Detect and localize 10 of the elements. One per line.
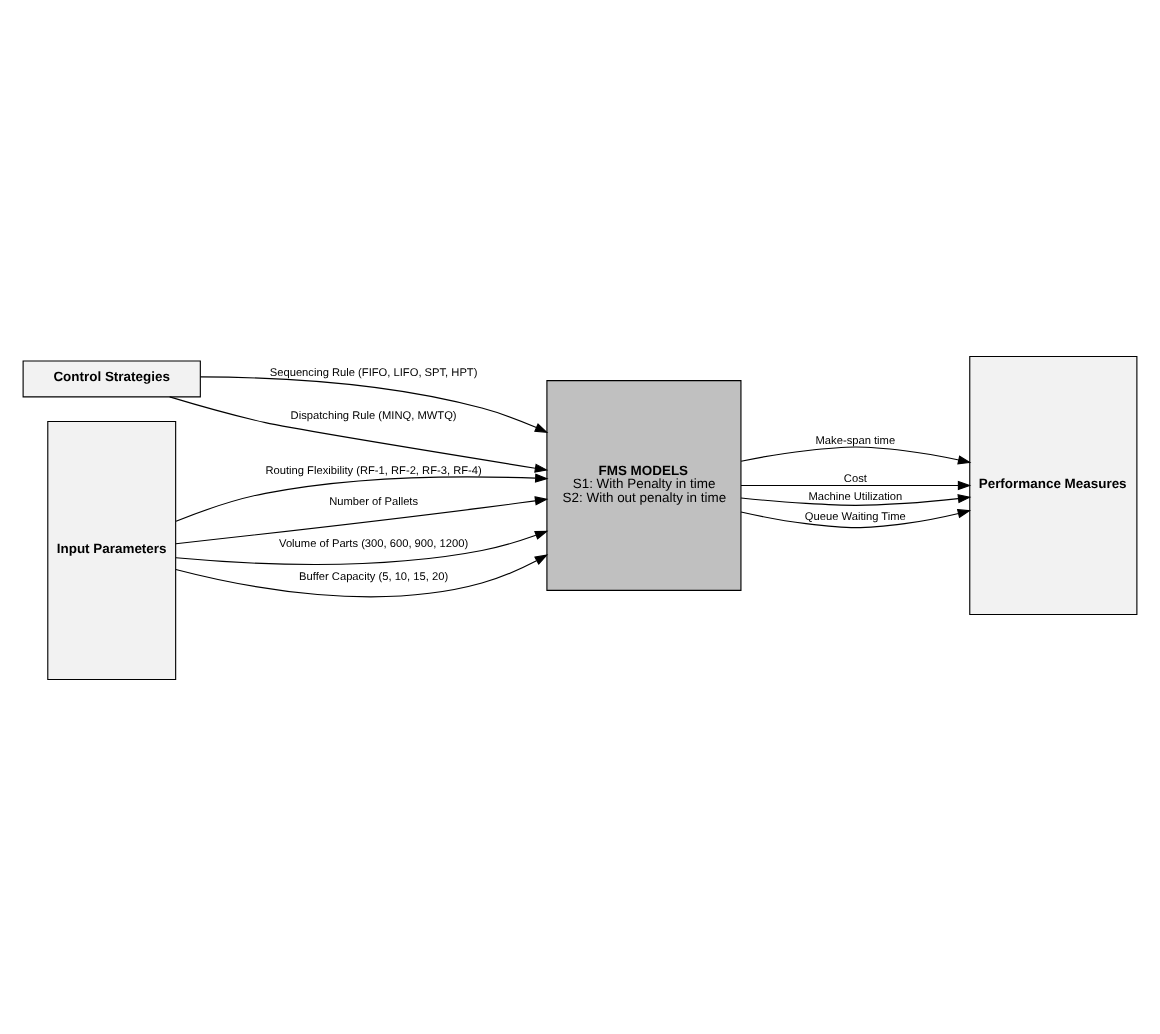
- arrow: [175, 553, 549, 597]
- arrow: [740, 508, 972, 528]
- arrow: [740, 479, 972, 490]
- arrow: [175, 495, 549, 544]
- arrow: [199, 375, 549, 432]
- arrow: [175, 529, 549, 564]
- arrow: [169, 395, 549, 472]
- arrow: [740, 492, 972, 505]
- arrow: [740, 445, 972, 464]
- arrow: [175, 472, 549, 521]
